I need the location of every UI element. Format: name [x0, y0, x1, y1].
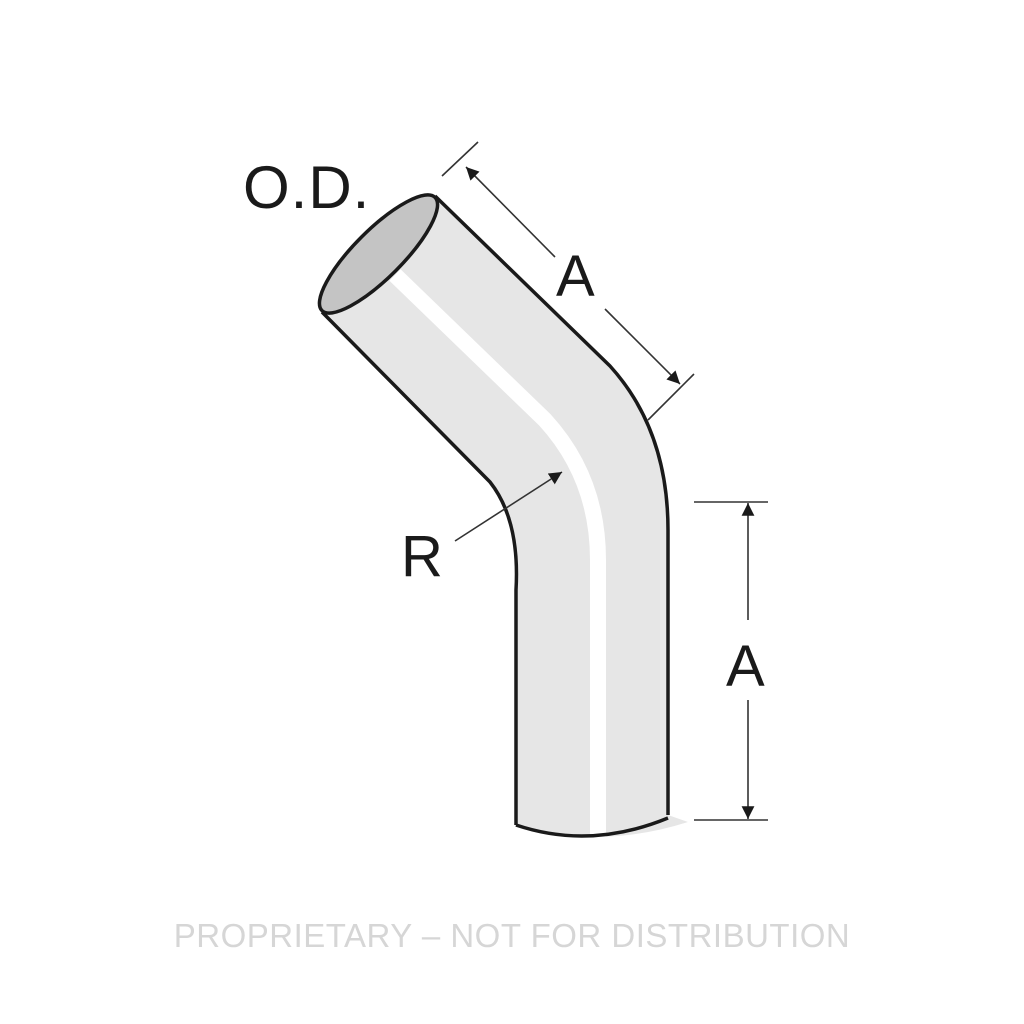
watermark-text: PROPRIETARY – NOT FOR DISTRIBUTION — [173, 917, 851, 954]
tube-opening — [317, 193, 440, 315]
dimension-r — [454, 471, 563, 542]
upper-leg-length-label: A — [556, 244, 595, 309]
dimension-a-lower — [694, 501, 768, 821]
lower-leg-length-label: A — [726, 634, 765, 699]
bend-radius-label: R — [401, 524, 443, 589]
outer-diameter-label: O.D. — [243, 154, 371, 221]
dimension-a-upper — [441, 141, 695, 421]
tube-body — [320, 194, 688, 838]
